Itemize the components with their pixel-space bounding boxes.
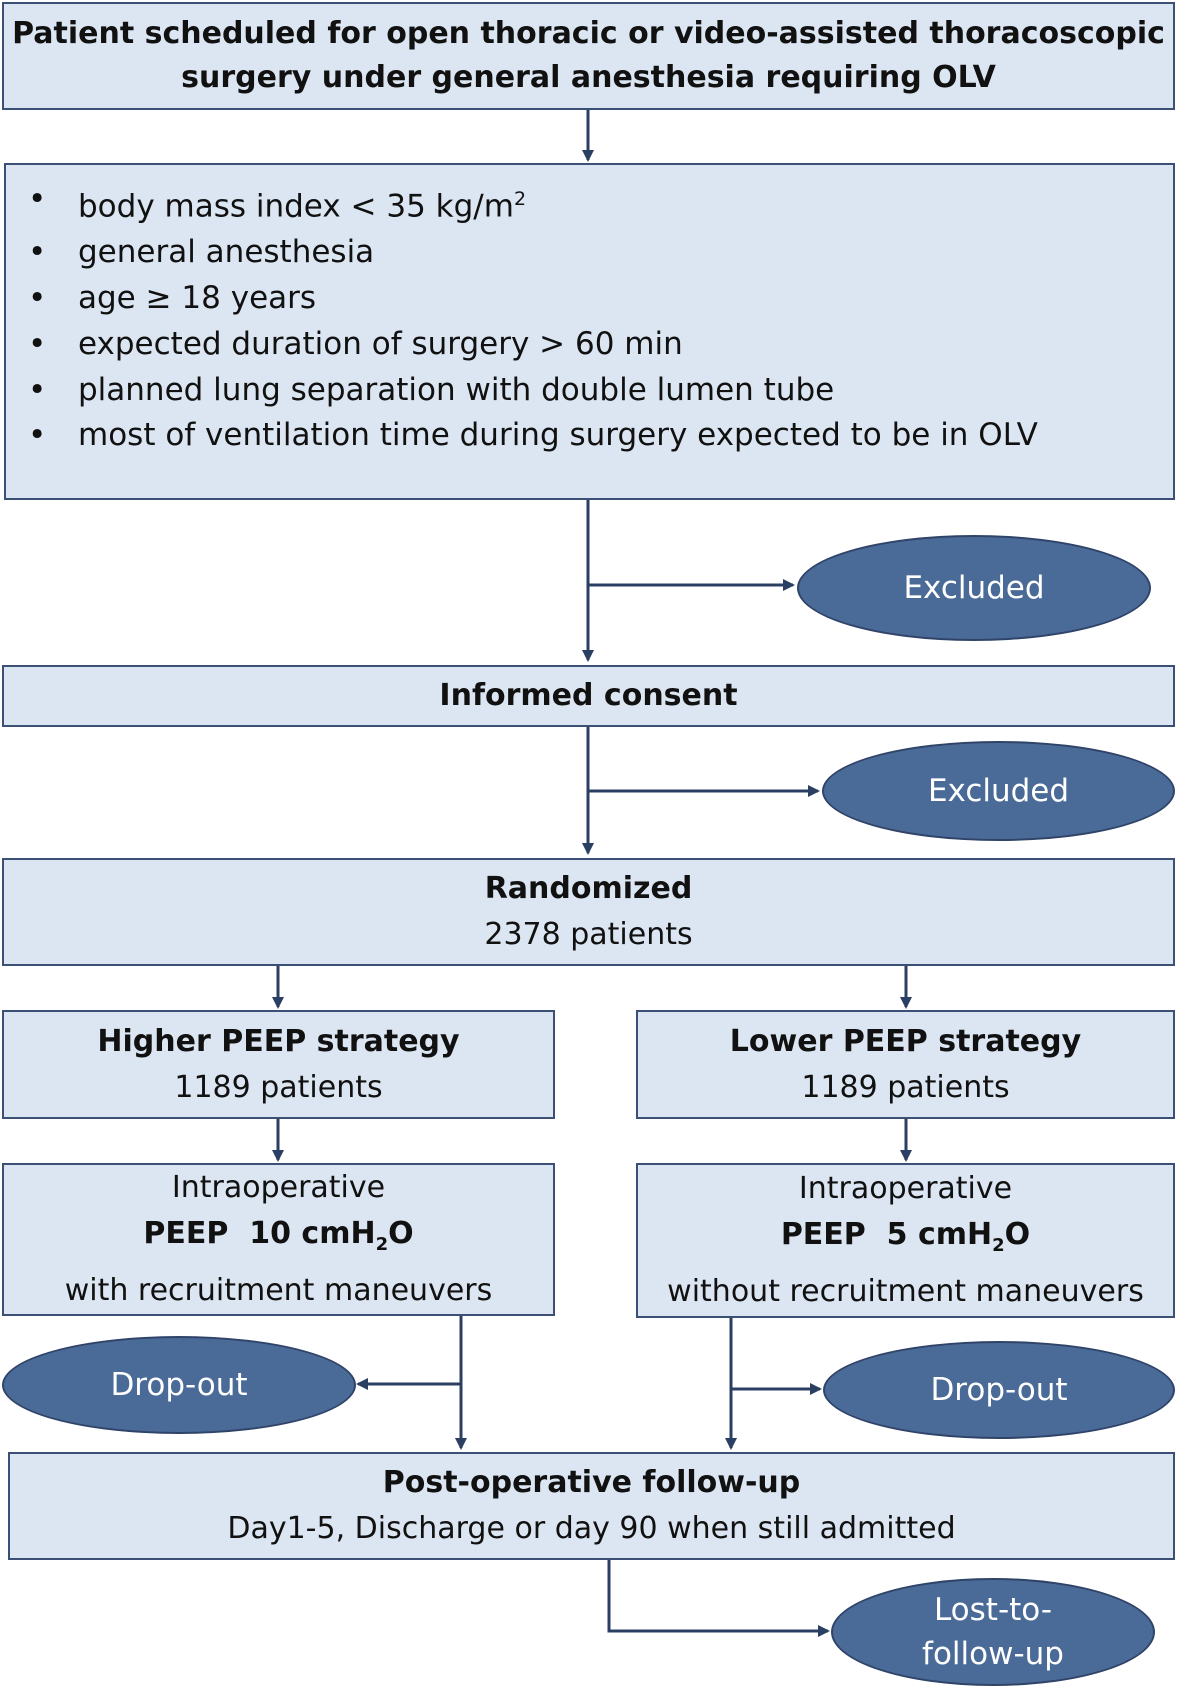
lower-recruitment-text: without recruitment maneuvers [667, 1274, 1144, 1309]
higher-strategy-title: Higher PEEP strategy [97, 1023, 460, 1059]
higher-peep-value: PEEP 10 cmH2O [143, 1216, 414, 1255]
entry-line-1: Patient scheduled for open thoracic or v… [12, 16, 1165, 51]
lower-strategy-count: 1189 patients [801, 1069, 1010, 1105]
lost-label-line-1: Lost-to- [933, 1592, 1053, 1628]
criteria-list: body mass index < 35 kg/m2 general anest… [6, 177, 1173, 459]
randomized-count: 2378 patients [484, 917, 693, 952]
criteria-item: age ≥ 18 years [6, 276, 1173, 322]
lower-strategy-title: Lower PEEP strategy [729, 1023, 1082, 1059]
criteria-box: body mass index < 35 kg/m2 general anest… [4, 163, 1175, 500]
excluded-label-2: Excluded [927, 773, 1070, 809]
excluded-oval-1: Excluded [797, 535, 1151, 641]
criteria-item: general anesthesia [6, 230, 1173, 276]
lost-label-line-2: follow-up [922, 1636, 1064, 1672]
dropout-label-right: Drop-out [930, 1372, 1068, 1408]
criteria-item: most of ventilation time during surgery … [6, 413, 1173, 459]
dropout-oval-left: Drop-out [2, 1336, 356, 1434]
randomized-title: Randomized [484, 871, 693, 906]
higher-strategy-count: 1189 patients [174, 1069, 383, 1105]
entry-box: Patient scheduled for open thoracic or v… [2, 2, 1175, 110]
dropout-oval-right: Drop-out [823, 1341, 1175, 1439]
higher-intraop-label: Intraoperative [171, 1170, 386, 1205]
criteria-item: expected duration of surgery > 60 min [6, 322, 1173, 368]
consent-label: Informed consent [439, 678, 738, 713]
arrow-followup-to-lost [607, 1560, 830, 1637]
lower-intraop-box: Intraoperative PEEP 5 cmH2O without recr… [636, 1163, 1175, 1318]
higher-strategy-box: Higher PEEP strategy 1189 patients [2, 1010, 555, 1119]
followup-detail: Day1-5, Discharge or day 90 when still a… [227, 1511, 956, 1546]
entry-line-2: surgery under general anesthesia requiri… [181, 60, 996, 95]
criteria-item: planned lung separation with double lume… [6, 368, 1173, 414]
dropout-label-left: Drop-out [110, 1367, 248, 1403]
higher-intraop-box: Intraoperative PEEP 10 cmH2O with recrui… [2, 1163, 555, 1316]
followup-box: Post-operative follow-up Day1-5, Dischar… [8, 1452, 1175, 1560]
randomized-box: Randomized 2378 patients [2, 858, 1175, 966]
lower-strategy-box: Lower PEEP strategy 1189 patients [636, 1010, 1175, 1119]
lower-peep-value: PEEP 5 cmH2O [780, 1217, 1031, 1256]
lower-intraop-label: Intraoperative [798, 1171, 1013, 1206]
criteria-item: body mass index < 35 kg/m2 [6, 177, 1173, 230]
higher-recruitment-text: with recruitment maneuvers [64, 1273, 493, 1308]
lost-to-followup-oval: Lost-to- follow-up [831, 1578, 1155, 1686]
excluded-label-1: Excluded [903, 570, 1045, 606]
consent-box: Informed consent [2, 665, 1175, 727]
excluded-oval-2: Excluded [822, 741, 1175, 841]
followup-title: Post-operative follow-up [382, 1465, 801, 1500]
